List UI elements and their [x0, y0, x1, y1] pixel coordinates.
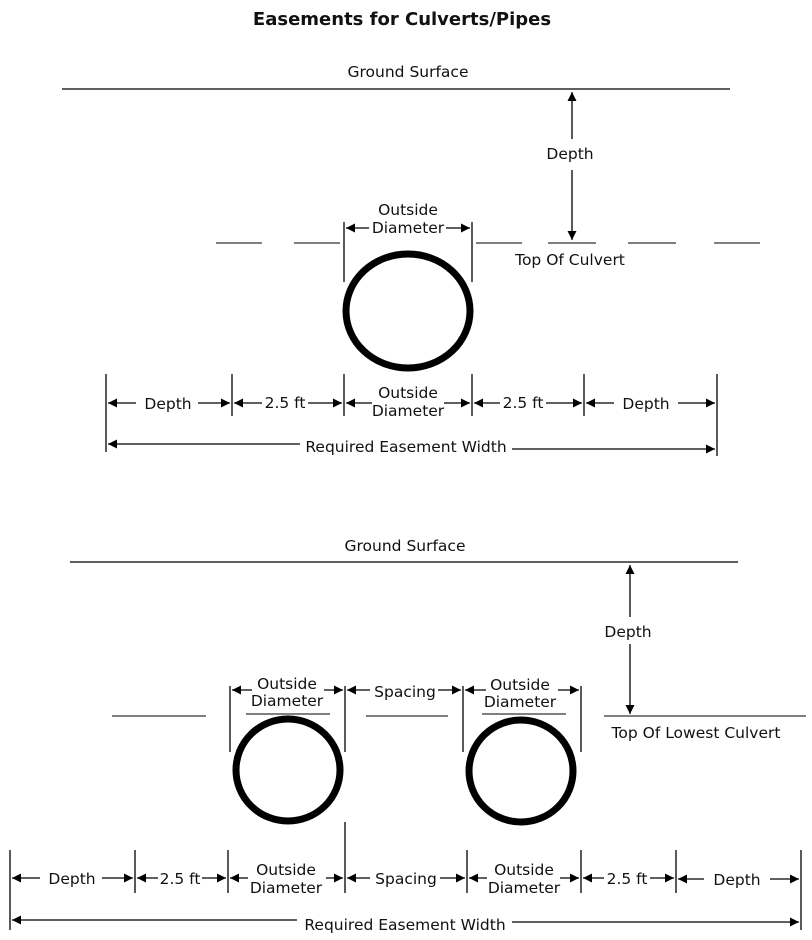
dimension-ticks [105, 374, 718, 456]
dim-offset-left-label: 2.5 ft [265, 394, 306, 412]
required-width-label: Required Easement Width [305, 438, 506, 456]
spacing-label: Spacing [374, 683, 436, 701]
dim-depth-right-label: Depth [622, 395, 669, 413]
dim-od-label-line2: Diameter [372, 402, 445, 420]
dim2-od1-label-line2: Diameter [250, 879, 323, 897]
dim2-od2-label-line2: Diameter [488, 879, 561, 897]
culvert-pipe [342, 250, 474, 372]
od1-label-line2: Diameter [251, 692, 324, 710]
od-label-line2: Diameter [372, 219, 445, 237]
double-culvert-section: Ground Surface Depth Top Of Lowest Culve… [9, 537, 806, 934]
dim-od-label-line1: Outside [378, 384, 438, 402]
top-of-culvert-label: Top Of Culvert [514, 251, 625, 269]
dim2-depth-right-label: Depth [713, 871, 760, 889]
depth-label: Depth [546, 145, 593, 163]
dim2-od2-label-line1: Outside [494, 861, 554, 879]
od1-label-line1: Outside [257, 675, 317, 693]
depth-label-2: Depth [604, 623, 651, 641]
single-culvert-section: Ground Surface Depth Top Of Culvert Outs… [62, 63, 760, 456]
dimension-ticks-2 [9, 822, 802, 930]
dim-depth-left-label: Depth [144, 395, 191, 413]
dim2-spacing-label: Spacing [375, 870, 437, 888]
required-width-label-2: Required Easement Width [304, 916, 505, 934]
dim-offset-right-label: 2.5 ft [503, 394, 544, 412]
top-of-lowest-culvert-label: Top Of Lowest Culvert [611, 724, 781, 742]
dim2-depth-left-label: Depth [48, 870, 95, 888]
culvert-pipe-right [465, 716, 577, 826]
ground-surface-label: Ground Surface [348, 63, 469, 81]
od2-label-line2: Diameter [484, 693, 557, 711]
dim2-offset-right-label: 2.5 ft [607, 870, 648, 888]
od-label-line1: Outside [378, 201, 438, 219]
od2-label-line1: Outside [490, 676, 550, 694]
ground-surface-label-2: Ground Surface [345, 537, 466, 555]
top-of-lowest-culvert-line [112, 713, 806, 717]
dim2-od1-label-line1: Outside [256, 861, 316, 879]
culvert-pipe-left [232, 715, 344, 825]
figure-title: Easements for Culverts/Pipes [253, 9, 551, 30]
dim2-offset-left-label: 2.5 ft [160, 870, 201, 888]
